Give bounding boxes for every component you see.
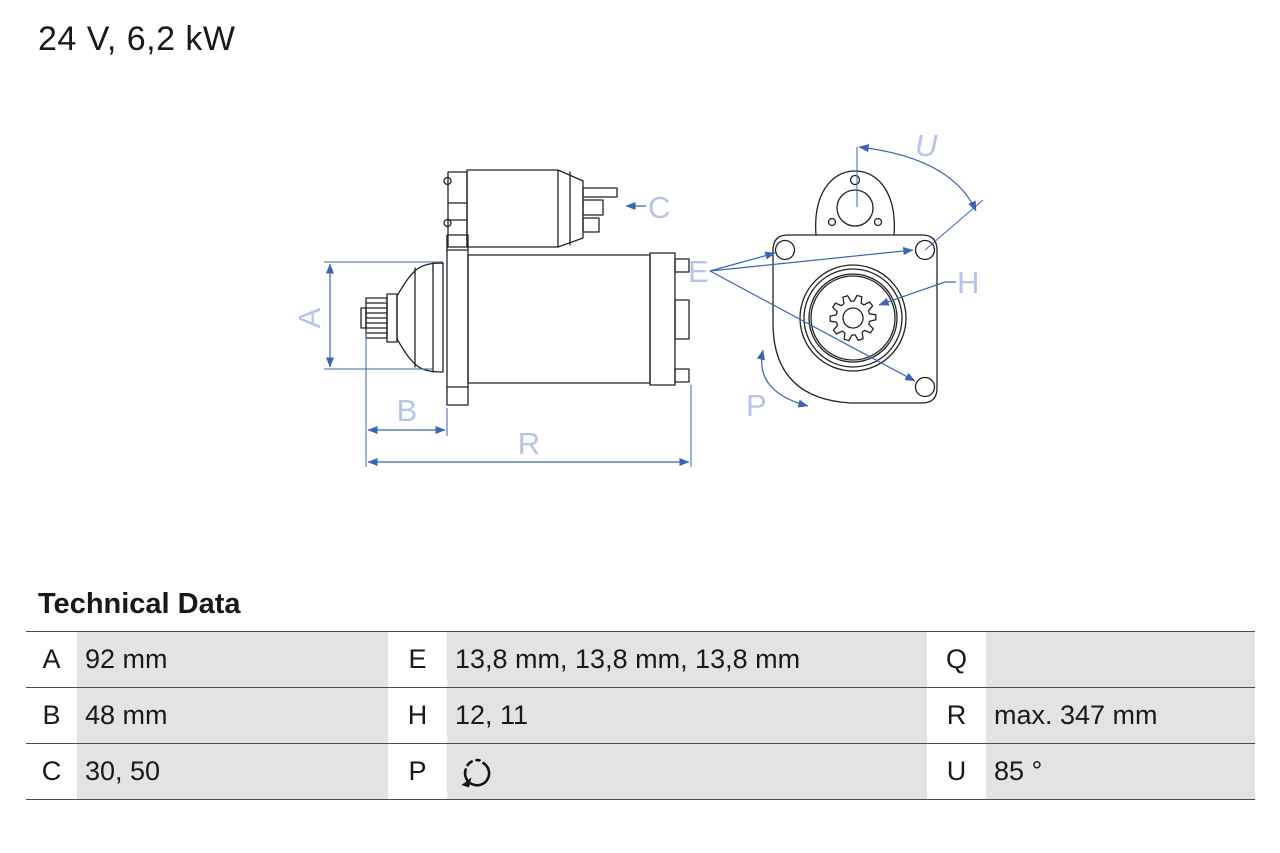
pointer-e: E	[688, 246, 916, 382]
side-view: A B R C	[292, 169, 692, 467]
technical-data-table: A 92 mm E 13,8 mm, 13,8 mm, 13,8 mm Q B …	[26, 631, 1255, 800]
dimension-a: A	[292, 261, 443, 370]
table-heading: Technical Data	[38, 588, 241, 620]
drive-end-housing	[396, 262, 444, 373]
rear-end-cap	[649, 252, 690, 386]
table-row: B 48 mm H 12, 11 R max. 347 mm	[26, 688, 1255, 744]
cell-value-r: max. 347 mm	[986, 688, 1255, 743]
bearing-rings	[799, 264, 907, 372]
cell-value-e: 13,8 mm, 13,8 mm, 13,8 mm	[447, 632, 927, 687]
cell-value-u: 85 °	[986, 744, 1255, 799]
cell-value-h: 12, 11	[447, 688, 927, 743]
bolt-holes	[774, 239, 936, 398]
page-title: 24 V, 6,2 kW	[38, 20, 236, 58]
mounting-bracket	[446, 234, 469, 406]
dim-label-u: U	[915, 128, 938, 163]
cell-key-a: A	[26, 632, 77, 687]
pointer-h: H	[878, 265, 979, 306]
solenoid	[443, 169, 618, 248]
table-row: A 92 mm E 13,8 mm, 13,8 mm, 13,8 mm Q	[26, 632, 1255, 688]
ear-tab	[815, 170, 895, 236]
pinion-gear-front	[829, 294, 877, 342]
dim-label-h: H	[957, 265, 979, 300]
cell-key-e: E	[388, 632, 447, 687]
cell-key-q: Q	[927, 632, 986, 687]
rotation-p: P	[746, 349, 809, 423]
starter-motor-technical-drawing: A B R C	[292, 128, 984, 467]
dimension-r: R	[367, 385, 692, 467]
pointer-c: C	[625, 190, 670, 225]
dimension-u: U	[856, 128, 984, 251]
cell-value-c: 30, 50	[77, 744, 388, 799]
cell-value-q	[986, 632, 1255, 687]
cell-key-r: R	[927, 688, 986, 743]
dim-label-a: A	[292, 307, 327, 328]
cell-key-b: B	[26, 688, 77, 743]
dimension-b: B	[365, 330, 448, 467]
rotation-ccw-icon	[461, 758, 491, 787]
dim-label-r: R	[518, 426, 540, 461]
flange-outline	[772, 234, 938, 404]
cell-value-p	[447, 744, 927, 799]
cell-key-h: H	[388, 688, 447, 743]
cell-value-b: 48 mm	[77, 688, 388, 743]
dim-label-b: B	[397, 393, 418, 428]
dim-label-c: C	[648, 190, 670, 225]
cell-key-p: P	[388, 744, 447, 799]
table-row: C 30, 50 P U 85 °	[26, 744, 1255, 800]
front-view: U H E P	[688, 128, 984, 423]
dim-label-e: E	[688, 254, 709, 289]
cell-key-u: U	[927, 744, 986, 799]
dim-label-p: P	[746, 388, 767, 423]
motor-body	[467, 254, 651, 384]
cell-key-c: C	[26, 744, 77, 799]
pinion-bore	[842, 307, 864, 329]
cell-value-a: 92 mm	[77, 632, 388, 687]
